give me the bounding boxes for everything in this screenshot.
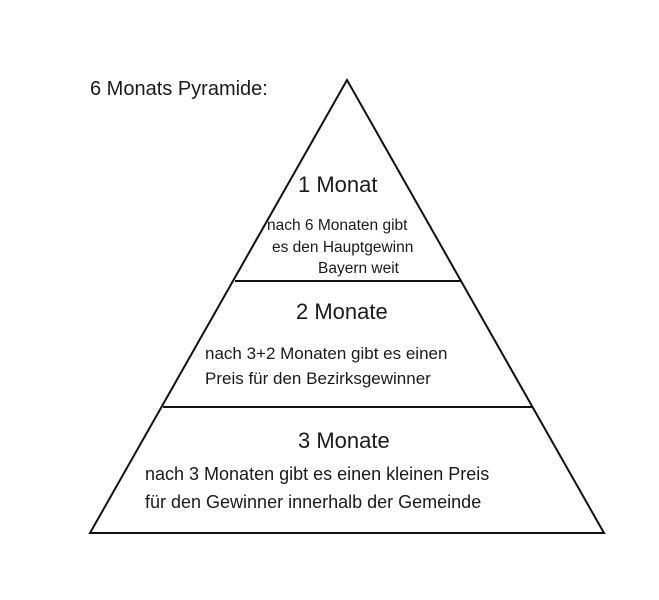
level-1-heading: 1 Monat [298,172,378,197]
level-1-text-line: es den Hauptgewinn [272,239,413,256]
level-3-heading: 3 Monate [298,428,390,453]
level-1-text-line: Bayern weit [318,260,400,277]
pyramid-outline [88,77,606,534]
level-3-text-line: nach 3 Monaten gibt es einen kleinen Pre… [145,464,489,484]
level-3-text-line: für den Gewinner innerhalb der Gemeinde [145,492,481,512]
level-2-text-line: Preis für den Bezirksgewinner [205,369,431,388]
level-2-text-line: nach 3+2 Monaten gibt es einen [205,344,447,363]
diagram-title: 6 Monats Pyramide: [90,78,268,100]
level-2-heading: 2 Monate [296,299,388,324]
level-1-text-line: nach 6 Monaten gibt [267,217,408,234]
